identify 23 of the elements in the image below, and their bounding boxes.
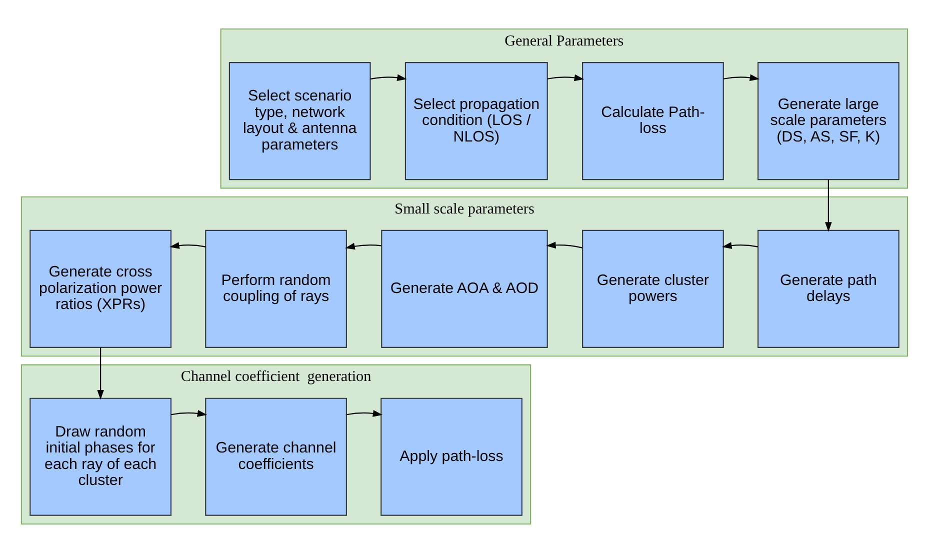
arrow bbox=[97, 348, 104, 400]
arrow bbox=[170, 242, 206, 249]
node-box: Generate large scale parameters (DS, AS, SF, K) bbox=[758, 62, 900, 180]
node-box: Generate channel coefficients bbox=[205, 398, 347, 516]
node-box: Draw random initial phases for each ray of each cluster bbox=[30, 398, 172, 516]
node-box: Calculate Path-loss bbox=[582, 62, 724, 180]
node-box: Apply path-loss bbox=[380, 398, 522, 516]
node-box: Select scenario type, network layout & antenna parameters bbox=[228, 62, 371, 180]
node-box: Perform random coupling of rays bbox=[205, 230, 347, 348]
arrow bbox=[546, 242, 582, 249]
arrow bbox=[547, 74, 584, 82]
node-box: Generate path delays bbox=[758, 230, 900, 348]
arrow bbox=[825, 180, 832, 232]
arrow bbox=[722, 242, 758, 249]
arrow bbox=[345, 242, 382, 250]
node-box: Generate cross polarization power ratios (XPRs) bbox=[30, 230, 172, 348]
node-box: Generate AOA & AOD bbox=[381, 230, 548, 348]
arrow bbox=[346, 410, 383, 417]
node-box: Generate cluster powers bbox=[582, 230, 724, 348]
node-box: Select propagation condition (LOS / NLOS) bbox=[404, 62, 548, 180]
arrow bbox=[171, 410, 208, 417]
arrow bbox=[723, 74, 760, 82]
arrow bbox=[370, 74, 407, 82]
